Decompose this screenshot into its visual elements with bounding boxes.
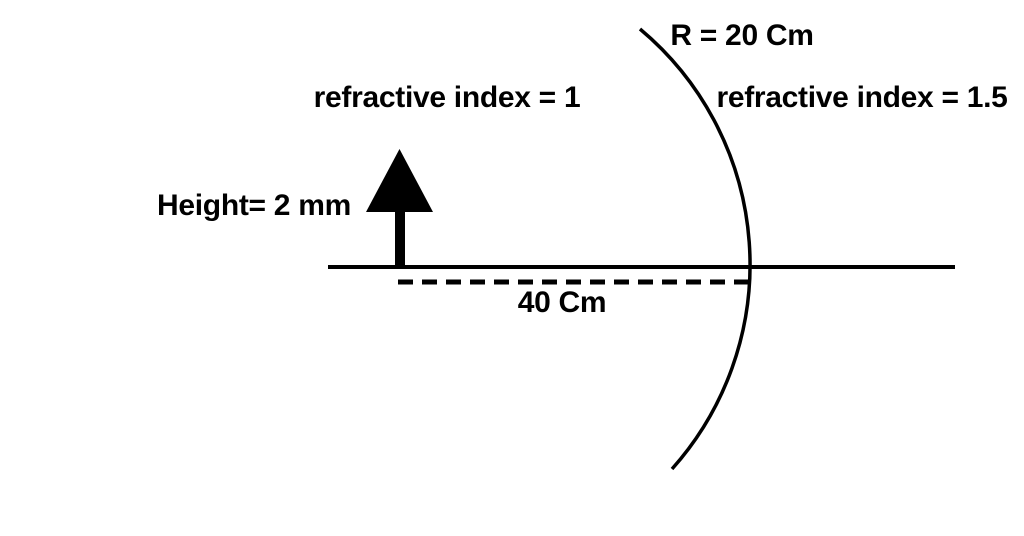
object-arrow-stem — [395, 205, 405, 269]
object-arrow — [366, 149, 433, 269]
object-distance-label: 40 Cm — [517, 286, 607, 319]
refractive-index-right-label: refractive index = 1.5 — [716, 81, 1008, 114]
radius-of-curvature-label: R = 20 Cm — [670, 19, 814, 52]
object-arrow-head — [366, 149, 433, 212]
refractive-index-left-label: refractive index = 1 — [313, 81, 581, 114]
object-height-label: Height= 2 mm — [157, 189, 351, 222]
spherical-surface-arc — [638, 27, 752, 471]
